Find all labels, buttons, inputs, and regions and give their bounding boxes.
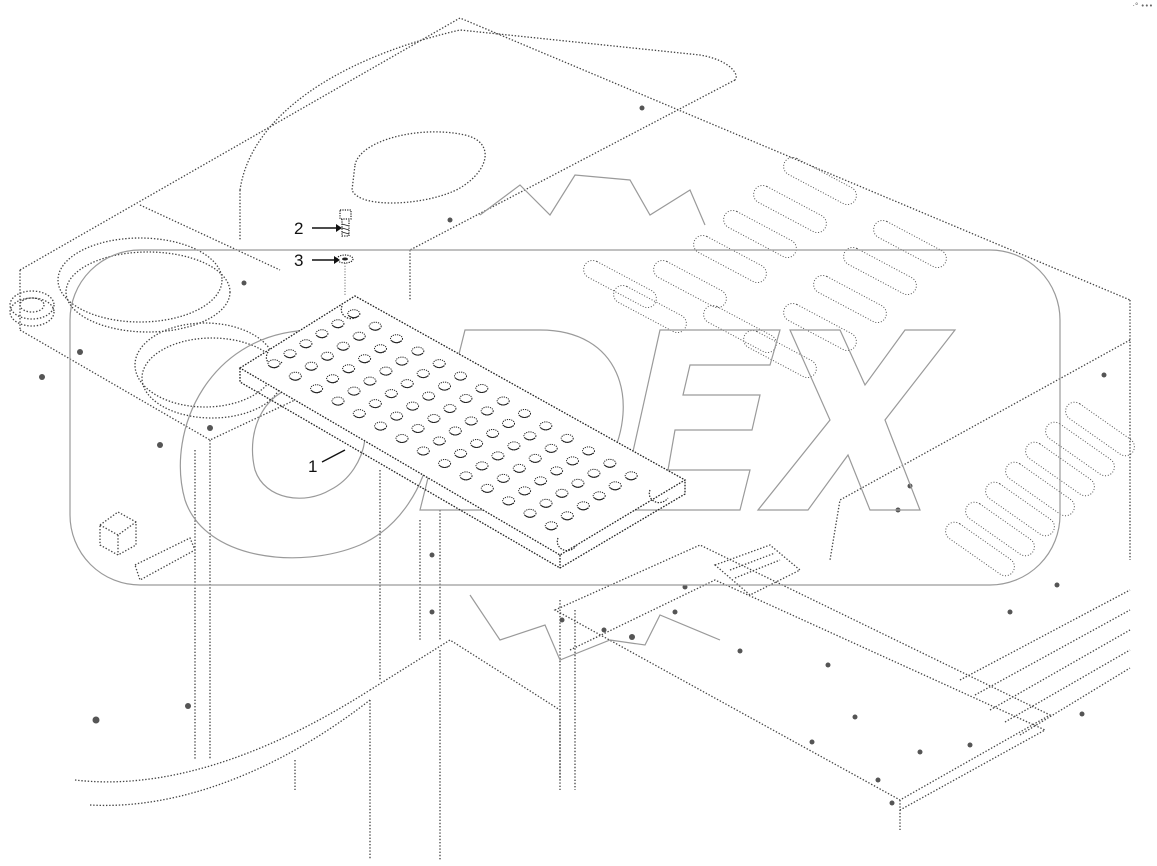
plate-dimple-shadow bbox=[529, 459, 541, 463]
plate-dimple-shadow bbox=[359, 360, 370, 364]
plate-dimple-shadow bbox=[487, 435, 498, 438]
plate-dimple-shadow bbox=[396, 440, 408, 443]
plate-dimple-shadow bbox=[311, 390, 322, 394]
plate-dimple-shadow bbox=[476, 467, 488, 471]
plate-dimple-shadow bbox=[545, 449, 557, 453]
plate-dimple-shadow bbox=[593, 497, 605, 501]
plate-dimple-shadow bbox=[455, 377, 466, 381]
bolt bbox=[339, 209, 352, 237]
plate-dimple-shadow bbox=[321, 357, 333, 361]
plate-dimple-shadow bbox=[540, 504, 552, 508]
step-plate bbox=[238, 295, 687, 569]
plate-dimple-shadow bbox=[439, 465, 450, 468]
plate-dimple-shadow bbox=[375, 350, 386, 354]
plate-dimple-shadow bbox=[353, 337, 365, 341]
plate-dimple-shadow bbox=[460, 400, 472, 403]
plate-dimple-shadow bbox=[289, 377, 301, 381]
plate-dimple-shadow bbox=[604, 464, 616, 468]
plate-dimple-shadow bbox=[465, 422, 477, 426]
plate-dimple-shadow bbox=[497, 402, 509, 406]
callout-3: 3 bbox=[294, 251, 340, 270]
plate-dimple-shadow bbox=[561, 439, 573, 443]
plate-dimple-shadow bbox=[524, 437, 536, 441]
plate-dimple-shadow bbox=[455, 455, 466, 458]
plate-dimple-shadow bbox=[567, 462, 578, 466]
machine-outline bbox=[9, 17, 1135, 860]
plate-dimple-shadow bbox=[433, 365, 445, 369]
plate-dimple-shadow bbox=[364, 382, 376, 386]
plate-dimple-shadow bbox=[375, 427, 386, 431]
plate-dimple-shadow bbox=[444, 410, 456, 413]
plate-dimple-shadow bbox=[391, 340, 402, 344]
plate-dimple-shadow bbox=[412, 430, 424, 433]
plate-dimple-shadow bbox=[519, 415, 530, 418]
callout-1: 1 bbox=[308, 449, 346, 476]
plate-dimple-shadow bbox=[609, 487, 621, 491]
plate-dimple-shadow bbox=[449, 432, 461, 436]
plate-dimple-shadow bbox=[284, 355, 296, 359]
plate-dimple-shadow bbox=[513, 469, 525, 473]
callout-2: 2 bbox=[294, 219, 342, 238]
plate-dimple-shadow bbox=[417, 375, 429, 379]
plate-dimple-shadow bbox=[519, 492, 530, 496]
plate-dimple-shadow bbox=[588, 474, 600, 478]
plate-dimple-shadow bbox=[508, 447, 520, 451]
washer bbox=[336, 254, 354, 264]
plate-dimple-shadow bbox=[497, 479, 509, 483]
plate-dimple-shadow bbox=[353, 415, 365, 419]
plate-dimple-shadow bbox=[503, 502, 514, 506]
plate-dimple-shadow bbox=[428, 420, 440, 423]
plate-dimple-shadow bbox=[300, 345, 312, 349]
corner-mark: ·° ••• bbox=[1132, 2, 1153, 10]
plate-dimple-shadow bbox=[481, 489, 493, 493]
plate-dimple-shadow bbox=[433, 442, 445, 446]
plate-dimple-shadow bbox=[417, 452, 429, 456]
plate-dimple-shadow bbox=[412, 352, 424, 356]
plate-dimple-shadow bbox=[423, 397, 434, 401]
plate-dimple-shadow bbox=[439, 387, 450, 391]
plate-dimple-shadow bbox=[460, 477, 472, 481]
plate-dimple-shadow bbox=[268, 365, 280, 369]
plate-dimple-shadow bbox=[551, 472, 562, 476]
plate-dimple-shadow bbox=[385, 395, 397, 399]
plate-dimple-shadow bbox=[481, 412, 493, 416]
plate-dimple-shadow bbox=[396, 362, 408, 366]
plate-dimple-shadow bbox=[343, 370, 354, 374]
plate-dimple-shadow bbox=[545, 527, 557, 531]
plate-dimple-shadow bbox=[535, 482, 546, 486]
plate-dimple-shadow bbox=[327, 380, 338, 384]
plate-dimple-shadow bbox=[540, 427, 552, 431]
callout-label-3: 3 bbox=[294, 251, 303, 270]
plate-dimple-shadow bbox=[369, 405, 381, 409]
callout-label-2: 2 bbox=[294, 219, 303, 238]
plate-dimple-shadow bbox=[401, 385, 413, 389]
plate-dimple-shadow bbox=[625, 477, 637, 481]
plate-dimple-shadow bbox=[369, 327, 381, 331]
callout-label-1: 1 bbox=[308, 457, 317, 476]
plate-dimple-shadow bbox=[337, 347, 349, 351]
plate-dimples bbox=[267, 309, 638, 531]
plate-dimple-shadow bbox=[348, 315, 360, 319]
plate-dimple-shadow bbox=[407, 407, 418, 411]
plate-dimple-shadow bbox=[391, 417, 402, 421]
plate-dimple-shadow bbox=[492, 457, 504, 461]
plate-dimple-shadow bbox=[316, 335, 328, 339]
plate-dimple-shadow bbox=[572, 484, 584, 488]
plate-dimple-shadow bbox=[332, 402, 344, 406]
plate-dimple-shadow bbox=[524, 514, 536, 518]
plate-dimple-shadow bbox=[561, 517, 573, 521]
plate-dimple-shadow bbox=[476, 390, 488, 393]
plate-dimple-shadow bbox=[583, 452, 594, 456]
plate-dimple-shadow bbox=[577, 507, 589, 511]
plate-dimple-shadow bbox=[503, 425, 514, 428]
plate-dimple-shadow bbox=[305, 367, 317, 371]
plate-dimple-shadow bbox=[348, 392, 360, 396]
plate-dimple-shadow bbox=[556, 494, 568, 498]
plate-dimple-shadow bbox=[380, 372, 392, 376]
plate-dimple-shadow bbox=[471, 445, 482, 448]
plate-dimple-shadow bbox=[332, 325, 344, 329]
